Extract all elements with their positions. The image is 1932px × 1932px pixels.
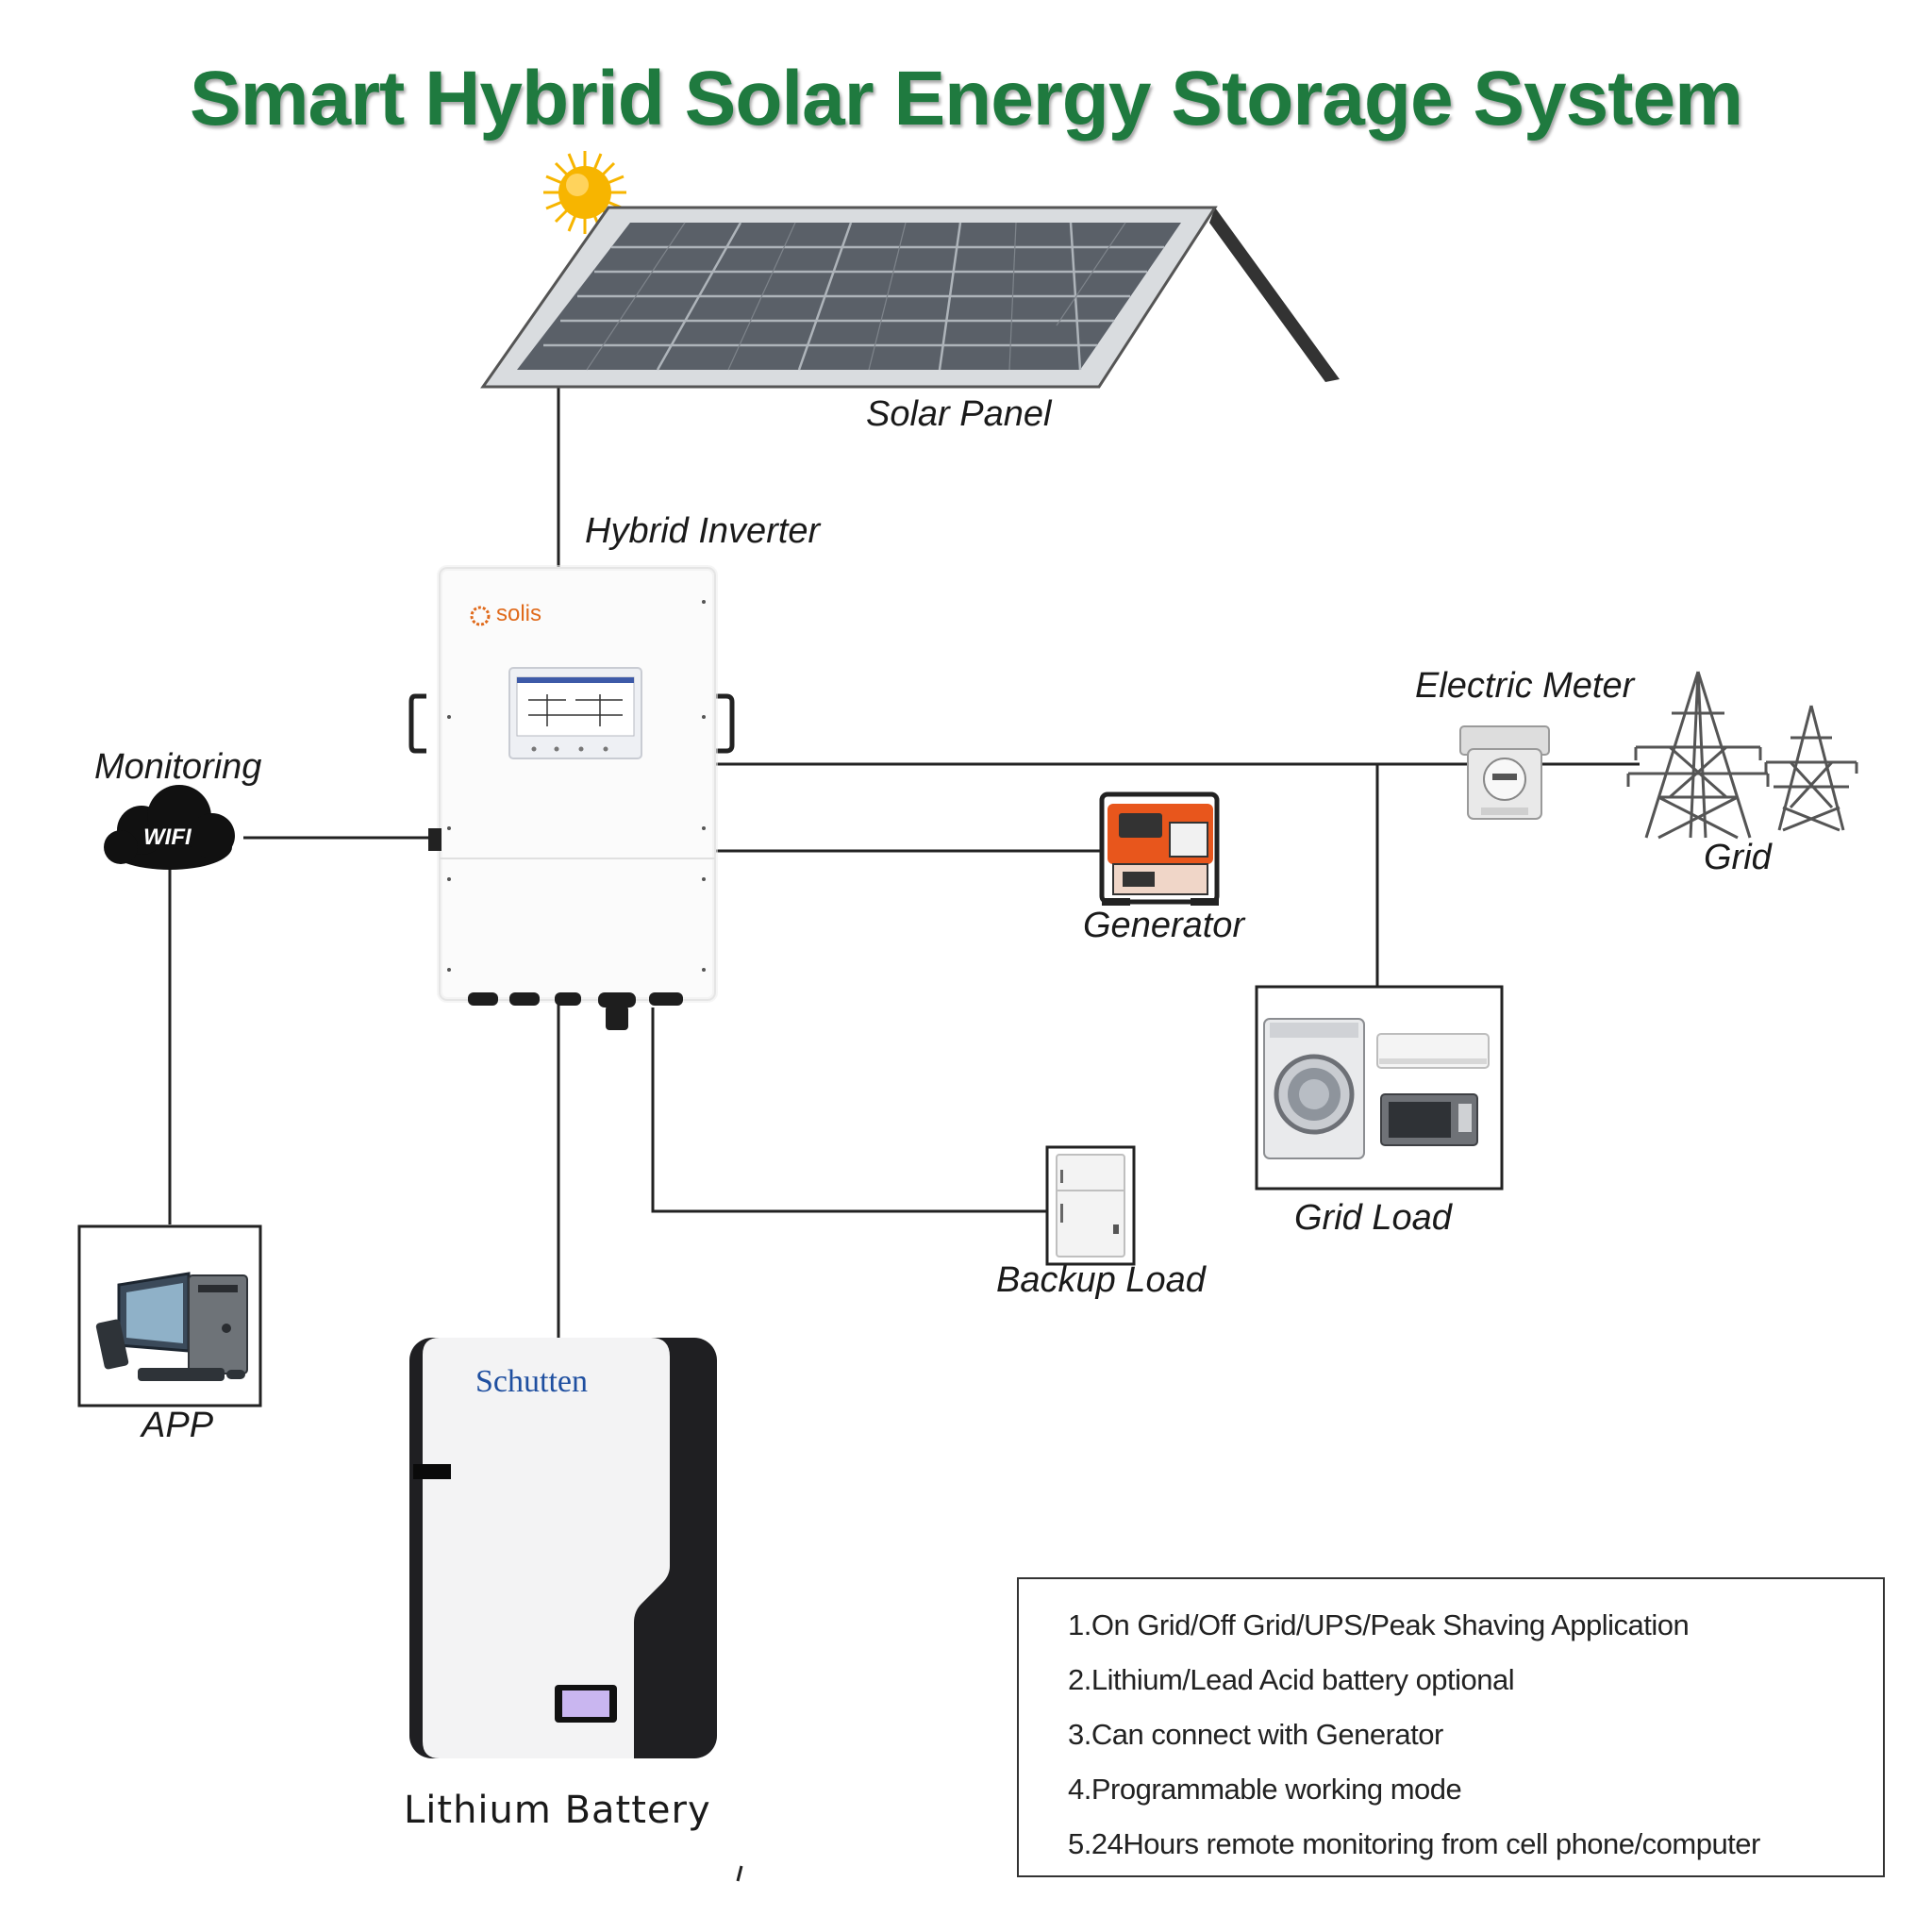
feature-item: 1.On Grid/Off Grid/UPS/Peak Shaving Appl… (1068, 1608, 1690, 1641)
label-grid-load: Grid Load (1294, 1198, 1452, 1238)
label-lithium-battery: Lithium Battery (404, 1789, 711, 1832)
line-inverter-backup (651, 1008, 1047, 1213)
label-grid: Grid (1704, 838, 1772, 877)
solar-panel-icon (480, 206, 1340, 389)
generator-icon (1099, 791, 1220, 906)
stray-mark (736, 1865, 743, 1882)
label-hybrid-inverter: Hybrid Inverter (585, 511, 821, 551)
electric-meter-icon (1459, 725, 1550, 820)
feature-item: 2.Lithium/Lead Acid battery optional (1068, 1663, 1515, 1696)
label-monitoring: Monitoring (94, 747, 262, 787)
backup-load-icon (1045, 1145, 1136, 1266)
grid-towers-icon (1626, 671, 1858, 840)
hybrid-inverter-icon (408, 565, 735, 1030)
label-solar-panel: Solar Panel (866, 394, 1052, 434)
label-wifi: WIFI (143, 824, 192, 850)
lithium-battery-icon (409, 1338, 717, 1758)
label-electric-meter: Electric Meter (1415, 666, 1635, 706)
diagram-title: Smart Hybrid Solar Energy Storage System (189, 56, 1743, 142)
battery-brand: Schutten (475, 1364, 588, 1399)
app-computer-icon (77, 1224, 262, 1407)
label-backup-load: Backup Load (996, 1260, 1206, 1300)
inverter-brand: solis (496, 601, 542, 626)
feature-item: 3.Can connect with Generator (1068, 1718, 1443, 1751)
grid-load-icon (1255, 985, 1504, 1191)
wifi-cloud-icon (104, 785, 235, 870)
label-app: APP (142, 1406, 214, 1445)
feature-item: 5.24Hours remote monitoring from cell ph… (1068, 1827, 1760, 1860)
feature-item: 4.Programmable working mode (1068, 1773, 1462, 1806)
features-box: 1.On Grid/Off Grid/UPS/Peak Shaving Appl… (1017, 1577, 1885, 1877)
solis-logo-icon (470, 606, 491, 626)
label-generator: Generator (1083, 906, 1245, 945)
